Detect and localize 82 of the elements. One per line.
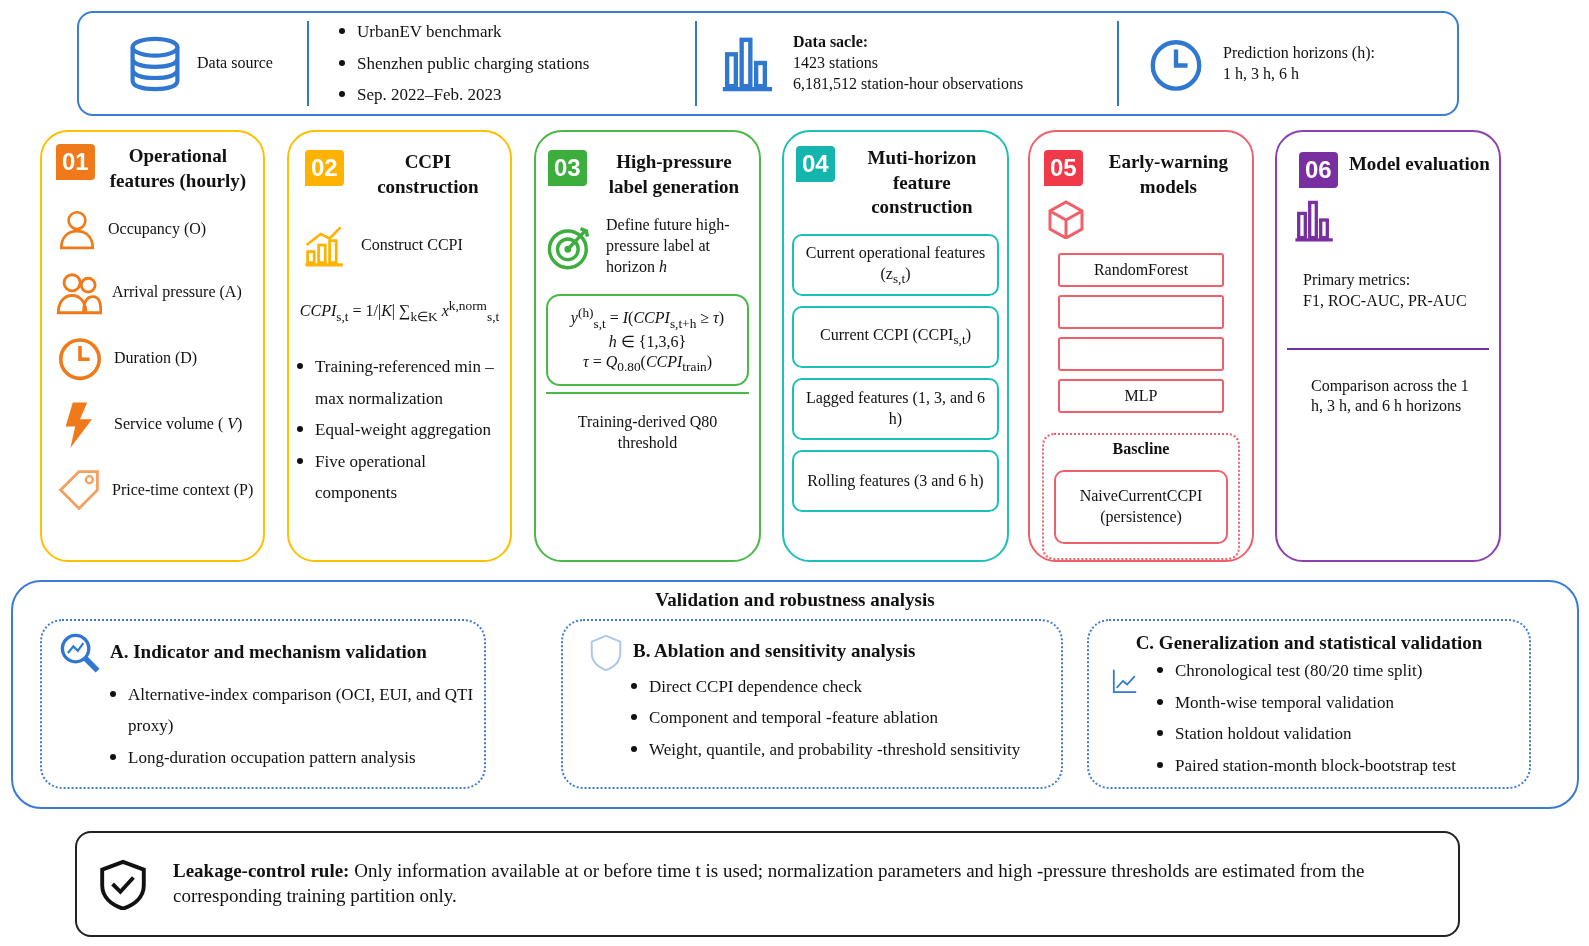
step-badge: 04 xyxy=(796,146,835,182)
feature-label: Current CCPI (CCPI$_{s,t}$) xyxy=(820,325,971,349)
formula: y$^{(h)}$$_{s,t}$ = I(CCPI$_{s,t+h}$ ≥ τ) xyxy=(568,303,726,332)
baseline-group xyxy=(1042,433,1240,560)
feature-box xyxy=(792,306,999,369)
validation-panel xyxy=(11,580,1579,809)
bullet-item: Paired station-month block-bootstrap test xyxy=(1175,754,1456,777)
step-label: Construct CCPI xyxy=(361,234,463,255)
panel-heading: CCPI construction xyxy=(376,150,480,199)
panel-heading: High-pressure label generation xyxy=(607,150,741,199)
bullet-item: Station holdout validation xyxy=(1175,723,1352,746)
feature-label: Price-time context (P) xyxy=(112,479,254,501)
step-badge: 02 xyxy=(305,150,344,186)
bullet-item: Month-wise temporal validation xyxy=(1175,691,1395,714)
text-line: 1 h, 3 h, 6 h xyxy=(1223,63,1300,84)
step-badge: 03 xyxy=(548,150,587,186)
model-box xyxy=(1058,253,1224,288)
text-line: 1423 stations xyxy=(793,53,879,74)
validation-box xyxy=(1087,618,1531,789)
formula: τ = Q$_{0.80}$(CCPI$_{train}$) xyxy=(581,352,714,376)
box-heading: C. Generalization and statistical validation xyxy=(1134,630,1484,655)
step-label: Comparison across the 1 h, 3 h, and 6 h horizons xyxy=(1311,375,1470,417)
step-panel xyxy=(782,130,1009,562)
feature-label: Occupancy (O) xyxy=(108,218,207,240)
feature-label: Current operational features (z$_{s,t}$) xyxy=(804,242,987,288)
metric-list: F1, ROC-AUC, PR-AUC xyxy=(1303,290,1489,312)
section-heading: Data sacle: xyxy=(793,32,870,53)
step-panel xyxy=(1028,130,1254,562)
feature-label: Arrival pressure (A) xyxy=(112,281,242,303)
bullet-item: Equal-weight aggregation xyxy=(315,419,492,442)
data-banner xyxy=(77,11,1459,116)
step-panel xyxy=(287,130,512,562)
bullet-item: Five operational components xyxy=(315,450,427,504)
box-heading: A. Indicator and mechanism validation xyxy=(110,640,427,665)
text-line: 6,181,512 station-hour observations xyxy=(793,73,1024,94)
panel-heading: Early-warning models xyxy=(1107,150,1229,199)
feature-box xyxy=(792,450,999,513)
feature-box xyxy=(792,234,999,297)
model-box xyxy=(1058,337,1224,372)
bullet-item: UrbanEV benchmark xyxy=(357,21,502,44)
group-heading: Bascline xyxy=(1111,439,1171,460)
bullet-item: Training-referenced min – max normalization xyxy=(315,356,495,410)
bullet-item: Direct CCPI dependence check xyxy=(649,675,862,698)
bullet-item: Chronological test (80/20 time split) xyxy=(1175,660,1423,683)
bullet-item: Component and temporal -feature ablation xyxy=(649,707,938,730)
feature-label: Service volume ( V) xyxy=(114,413,243,435)
bullet-item: Shenzhen public charging stations xyxy=(357,52,590,75)
model-label: RandomForest xyxy=(1093,259,1189,280)
bullet-item: Sep. 2022–Feb. 2023 xyxy=(357,84,502,107)
formula: h ∈ {1,3,6} xyxy=(607,331,688,352)
panel-heading: Operational features (hourly) xyxy=(108,144,247,193)
bullet-item: Long-duration occupation pattern analysis xyxy=(128,746,416,769)
section-heading: Validation and robustness analysis xyxy=(654,588,936,612)
feature-label: Lagged features (1, 3, and 6 h) xyxy=(804,388,986,430)
feature-box xyxy=(792,378,999,441)
step-badge: 01 xyxy=(56,144,95,180)
section-label: Data source xyxy=(197,53,273,74)
box-heading: B. Ablation and sensitivity analysis xyxy=(633,639,916,664)
validation-box xyxy=(40,618,486,789)
model-box xyxy=(1058,379,1224,414)
panel-heading: Model evaluation xyxy=(1347,152,1491,176)
metric-label: Primary metrics: xyxy=(1303,270,1412,291)
model-box xyxy=(1058,295,1224,330)
model-label: MLP xyxy=(1124,385,1158,406)
step-label: Training-derived Q80 threshold xyxy=(576,411,719,453)
step-panel xyxy=(1275,130,1501,562)
rule-text: Leakage-control rule: Only information available at or before time t is used; normalization parameters and high -pressure thresholds are estimated from the corresponding training partition only. xyxy=(173,859,1366,908)
step-label: Define future high-pressure label at horizon h xyxy=(606,215,731,277)
step-badge: 06 xyxy=(1299,152,1338,188)
formula-box xyxy=(546,293,749,386)
step-panel xyxy=(534,130,761,562)
baseline-box xyxy=(1054,470,1228,544)
validation-box xyxy=(561,618,1063,789)
model-label: NaiveCurrentCCPI (persistence) xyxy=(1078,486,1204,528)
bullet-item: Alternative-index comparison (OCI, EUI, and QTI proxy) xyxy=(128,683,475,738)
feature-label: Duration (D) xyxy=(114,347,198,369)
bullet-item: Weight, quantile, and probability -threshold sensitivity xyxy=(649,738,1021,761)
step-panel xyxy=(40,130,265,562)
panel-heading: Muti-horizon feature construction xyxy=(866,146,978,220)
text-line: Prediction horizons (h): xyxy=(1223,42,1375,64)
feature-label: Rolling features (3 and 6 h) xyxy=(807,470,984,492)
step-badge: 05 xyxy=(1044,150,1083,186)
